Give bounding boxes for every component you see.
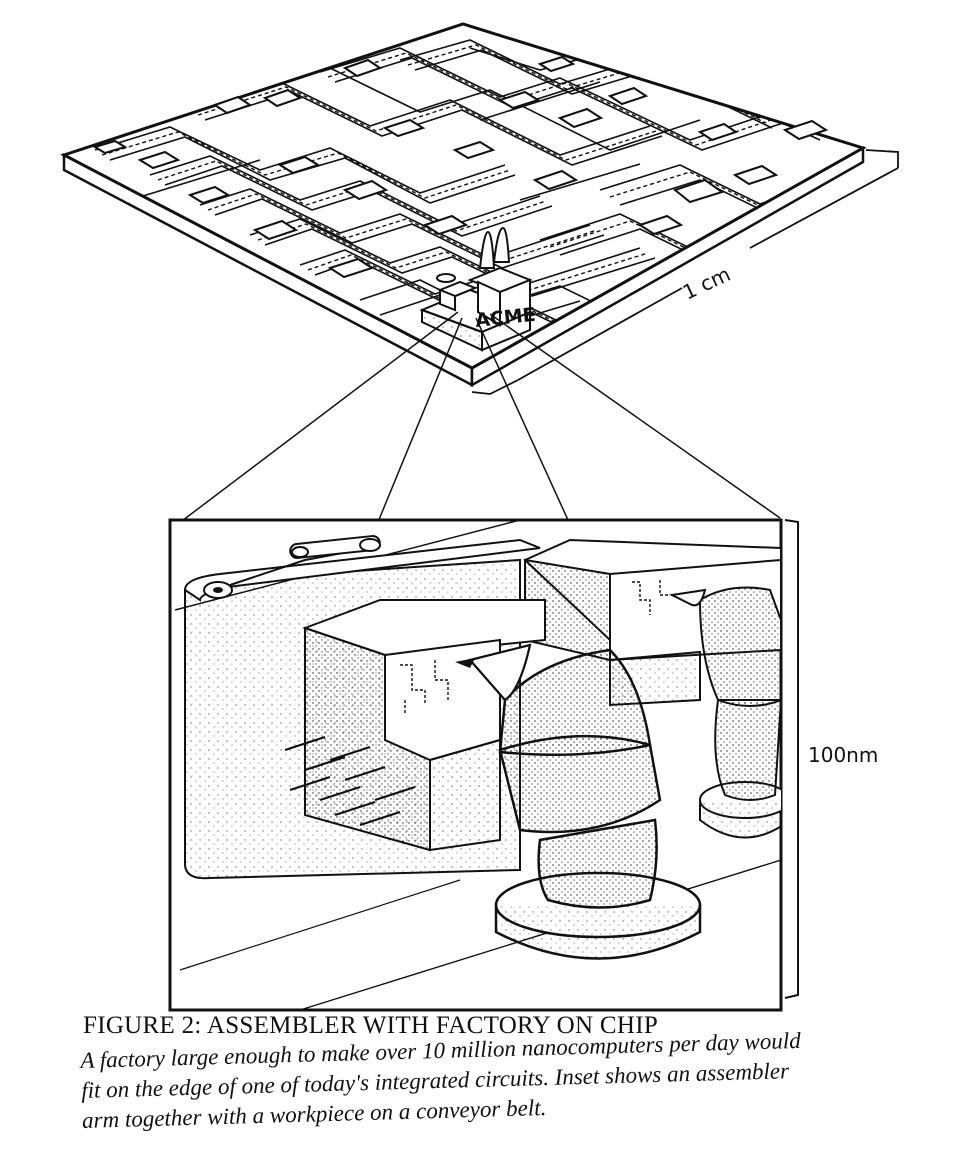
workpiece-pins <box>284 735 416 827</box>
chip-pads <box>92 55 829 279</box>
smokestack-left <box>478 230 496 269</box>
inset-panel <box>168 518 783 1012</box>
assembler-arm-front <box>455 643 702 960</box>
chip-scale-bracket <box>471 149 899 395</box>
inset-scale-label: 100nm <box>808 743 878 767</box>
zoom-lines <box>169 311 781 531</box>
chip-scale-label: 1 cm <box>679 262 734 305</box>
acme-factory: ACME <box>419 226 537 352</box>
workpiece-front <box>284 599 546 852</box>
chip: ACME <box>60 22 867 388</box>
smokestack-right <box>492 226 511 263</box>
figure-title: FIGURE 2: ASSEMBLER WITH FACTORY ON CHIP <box>83 1012 659 1039</box>
assembler-arm-rear <box>668 586 781 839</box>
inset-scale-bracket <box>784 519 799 999</box>
